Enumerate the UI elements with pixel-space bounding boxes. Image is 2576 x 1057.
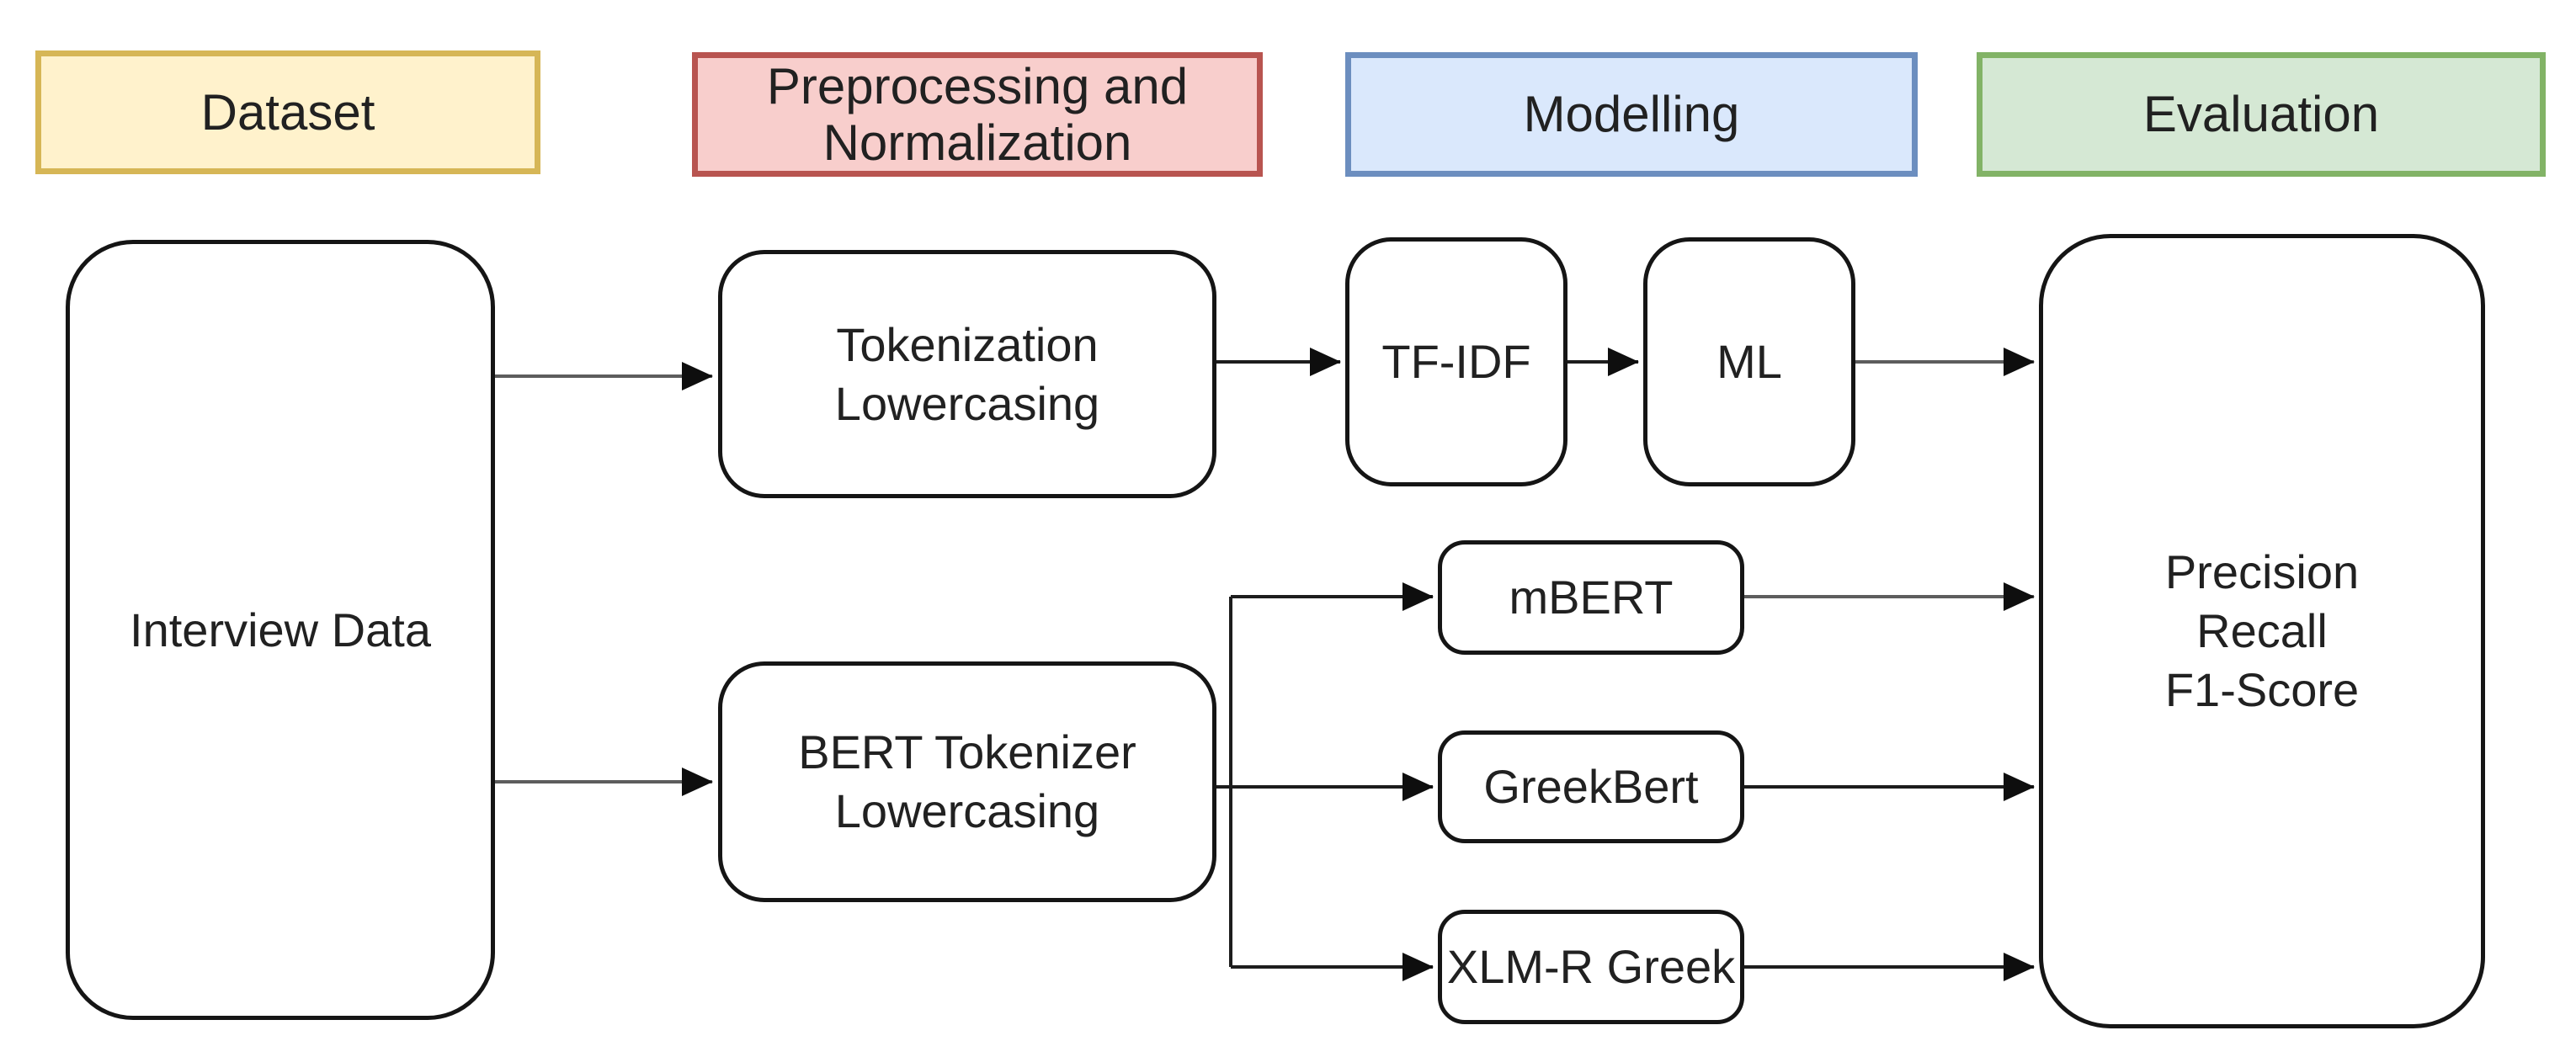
node-tokenization-lowercasing: Tokenization Lowercasing — [718, 250, 1216, 498]
node-ml: ML — [1643, 237, 1855, 486]
node-bert-tokenizer-lowercasing: BERT Tokenizer Lowercasing — [718, 661, 1216, 902]
stage-header-preprocessing: Preprocessing and Normalization — [692, 52, 1263, 177]
stage-header-modelling: Modelling — [1345, 52, 1918, 177]
node-interview-data: Interview Data — [66, 240, 495, 1020]
node-xlmr-greek: XLM-R Greek — [1438, 910, 1744, 1024]
edge-bert-tokenizer-branch — [1216, 597, 1232, 967]
node-metrics: Precision Recall F1-Score — [2039, 234, 2485, 1028]
node-greekbert: GreekBert — [1438, 730, 1744, 843]
stage-header-dataset: Dataset — [35, 50, 540, 174]
node-tfidf: TF-IDF — [1345, 237, 1567, 486]
node-mbert: mBERT — [1438, 540, 1744, 655]
stage-header-evaluation: Evaluation — [1977, 52, 2546, 177]
